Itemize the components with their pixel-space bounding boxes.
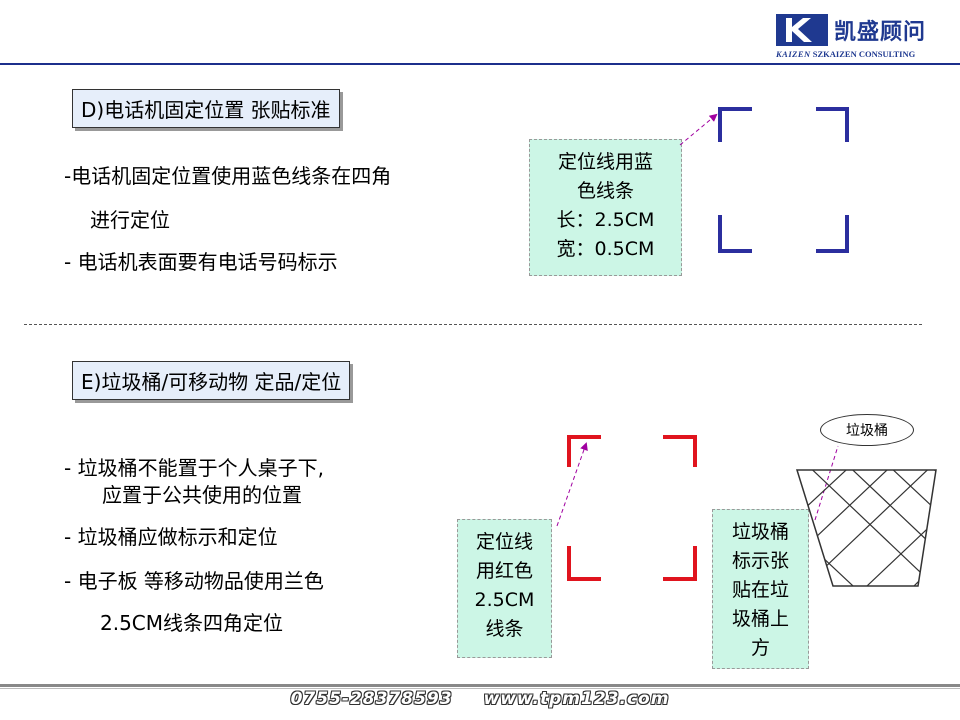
- red-corner-top-left: [567, 435, 601, 467]
- section-e-title: E)垃圾桶/可移动物 定品/定位: [72, 361, 351, 400]
- red-note-arrow: [556, 442, 588, 527]
- trash-bin-icon: [795, 469, 937, 587]
- note-line: 方: [750, 637, 770, 659]
- trash-bin-label-bubble: 垃圾桶: [820, 414, 914, 446]
- footer-phone: 0755-28378593: [290, 689, 453, 709]
- note-line: 定位线用蓝: [557, 151, 653, 173]
- logo-english-name: SZKAIZEN CONSULTING: [812, 49, 916, 59]
- bin-label-note: 垃圾桶 标示张 贴在垃 圾桶上 方: [712, 509, 809, 669]
- blue-corner-markers: [718, 107, 849, 253]
- red-corner-top-right: [663, 435, 697, 467]
- section-divider: [24, 324, 922, 325]
- section-e-line-3: - 垃圾桶应做标示和定位: [64, 525, 278, 549]
- kaizen-logo-icon: [776, 14, 828, 46]
- note-line: 2.5CM: [474, 589, 535, 611]
- section-d-title: D)电话机固定位置 张贴标准: [72, 89, 340, 128]
- note-line: 线条: [485, 618, 524, 640]
- red-corner-bottom-left: [567, 546, 601, 581]
- blue-corner-bottom-right: [816, 215, 849, 253]
- note-line: 贴在垃: [731, 579, 789, 601]
- note-line: 色线条: [576, 180, 634, 202]
- company-logo: 凯盛顾问 KAIZEN SZKAIZEN CONSULTING: [776, 14, 956, 60]
- red-corner-bottom-right: [663, 546, 697, 581]
- blue-note-arrow: [679, 113, 718, 146]
- section-d-line-2: 进行定位: [90, 208, 170, 232]
- note-line: 用红色: [475, 560, 533, 582]
- blue-corner-top-left: [718, 107, 752, 142]
- note-line: 长：2.5CM: [556, 209, 655, 231]
- logo-chinese-name: 凯盛顾问: [834, 20, 927, 45]
- logo-mark-text: KAIZEN: [776, 49, 811, 59]
- note-line: 标示张: [731, 550, 789, 572]
- footer-rule-thin: [0, 688, 960, 689]
- section-e-line-5: 2.5CM线条四角定位: [100, 611, 284, 635]
- footer-rule: [0, 684, 960, 687]
- blue-corner-bottom-left: [718, 215, 752, 253]
- blue-corner-top-right: [816, 107, 849, 142]
- note-line: 定位线: [475, 531, 533, 553]
- blue-line-spec-note: 定位线用蓝 色线条 长：2.5CM 宽：0.5CM: [529, 139, 682, 276]
- logo-subtitle: KAIZEN SZKAIZEN CONSULTING: [776, 49, 915, 59]
- footer-url: www.tpm123.com: [483, 689, 670, 709]
- note-line: 宽：0.5CM: [556, 238, 655, 260]
- header-rule: [0, 63, 960, 65]
- footer-contact: 0755-28378593 www.tpm123.com: [0, 689, 960, 709]
- note-line: 垃圾桶: [731, 521, 789, 543]
- note-line: 圾桶上: [731, 608, 789, 630]
- red-line-spec-note: 定位线 用红色 2.5CM 线条: [457, 519, 552, 658]
- section-e-line-1: - 垃圾桶不能置于个人桌子下,: [64, 456, 324, 480]
- section-d-line-3: - 电话机表面要有电话号码标示: [64, 250, 338, 274]
- section-e-line-2: 应置于公共使用的位置: [102, 483, 302, 507]
- section-e-line-4: - 电子板 等移动物品使用兰色: [64, 569, 324, 593]
- red-corner-markers: [567, 435, 697, 581]
- section-d-line-1: -电话机固定位置使用蓝色线条在四角: [64, 164, 392, 188]
